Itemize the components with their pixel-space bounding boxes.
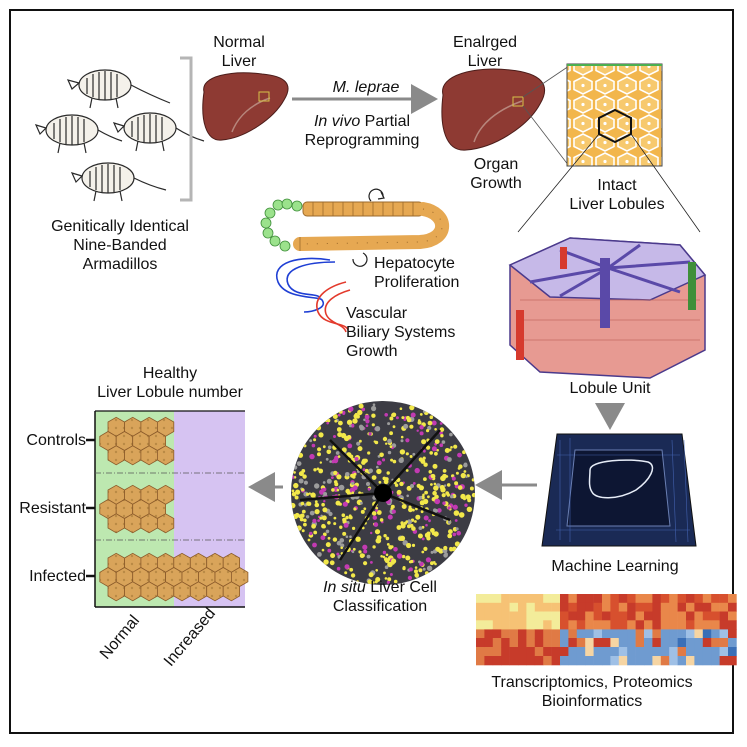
chart-title: Healthy Liver Lobule number bbox=[60, 364, 280, 402]
intact-lobules-line-1: Intact bbox=[597, 177, 637, 194]
chart-title-line-2: Liver Lobule number bbox=[97, 384, 243, 401]
chart-title-line-1: Healthy bbox=[142, 365, 198, 382]
intact-lobules-line-2: Liver Lobules bbox=[569, 196, 665, 213]
classification-text: Classification bbox=[332, 598, 428, 615]
enlarged-liver-line-2: Liver bbox=[467, 53, 503, 70]
in-situ-text: In situ bbox=[323, 579, 366, 596]
enlarged-liver-line-1: Enalrged bbox=[452, 34, 518, 51]
bar-resistant bbox=[99, 484, 175, 534]
lobule-unit-label: Lobule Unit bbox=[569, 380, 651, 397]
armadillos-label: Genitically Identical Nine-Banded Armadi… bbox=[25, 217, 215, 274]
armadillo-icon-1 bbox=[66, 69, 171, 109]
liver-cell-text: Liver Cell bbox=[365, 579, 437, 596]
lobule-number-chart bbox=[86, 410, 249, 608]
reprogramming-label: In vivo Partial Reprogramming bbox=[282, 112, 442, 150]
category-label-resistant: Resistant bbox=[19, 500, 86, 517]
armadillos-line-3: Armadillos bbox=[82, 256, 158, 273]
reprogramming-text: Reprogramming bbox=[304, 132, 420, 149]
organ-growth-line-2: Growth bbox=[470, 175, 522, 192]
lobule-hexagon bbox=[156, 513, 175, 534]
organ-growth-line-1: Organ bbox=[473, 156, 519, 173]
organ-growth-label: Organ Growth bbox=[460, 155, 532, 193]
normal-liver-line-1: Normal bbox=[213, 34, 265, 51]
lobule-hexagon bbox=[222, 581, 241, 602]
lobule-unit-illustration bbox=[508, 237, 707, 379]
armadillos-illustration bbox=[34, 69, 205, 202]
hepatocyte-line-2: Proliferation bbox=[374, 274, 460, 291]
category-label-controls: Controls bbox=[26, 432, 86, 449]
omics-heatmap bbox=[476, 594, 737, 666]
vascular-line-1: Vascular bbox=[346, 305, 408, 322]
machine-learning-label: Machine Learning bbox=[551, 558, 679, 575]
armadillo-icon-2 bbox=[34, 114, 123, 154]
bar-infected bbox=[99, 552, 249, 602]
normal-liver-icon bbox=[202, 72, 289, 141]
m-leprae-label: M. leprae bbox=[332, 79, 400, 96]
in-situ-classification-image bbox=[291, 401, 475, 585]
category-label-infected: Infected bbox=[29, 568, 86, 585]
enlarged-liver-label: Enalrged Liver bbox=[440, 33, 530, 71]
hepatocyte-label: Hepatocyte Proliferation bbox=[374, 254, 494, 292]
enlarged-liver-icon bbox=[441, 65, 570, 167]
hepatocyte-line-1: Hepatocyte bbox=[374, 255, 455, 272]
vascular-label: Vascular Biliary Systems Growth bbox=[346, 304, 486, 361]
armadillos-line-2: Nine-Banded bbox=[73, 237, 167, 254]
figure-border bbox=[9, 9, 734, 734]
intact-lobules-label: Intact Liver Lobules bbox=[560, 176, 674, 214]
in-vivo-text: In vivo bbox=[313, 113, 361, 130]
omics-line-2: Bioinformatics bbox=[541, 693, 643, 710]
hepatocyte-chain bbox=[260, 188, 450, 267]
bar-controls bbox=[99, 416, 175, 466]
omics-label: Transcriptomics, Proteomics Bioinformati… bbox=[462, 673, 722, 711]
vascular-line-2: Biliary Systems bbox=[346, 324, 456, 341]
in-situ-label: In situ Liver Cell Classification bbox=[290, 578, 470, 616]
group-bracket bbox=[180, 56, 193, 202]
machine-learning-chip bbox=[541, 433, 697, 547]
vascular-vessels bbox=[275, 257, 351, 333]
liver-lobules-tissue bbox=[517, 63, 701, 233]
armadillos-line-1: Genitically Identical bbox=[51, 218, 189, 235]
normal-liver-label: Normal Liver bbox=[203, 33, 275, 71]
normal-liver-line-2: Liver bbox=[221, 53, 257, 70]
lobule-hexagon bbox=[156, 445, 175, 466]
armadillo-icon-3 bbox=[112, 112, 205, 152]
partial-text: Partial bbox=[360, 113, 411, 130]
vascular-line-3: Growth bbox=[346, 343, 398, 360]
armadillo-icon-4 bbox=[70, 162, 167, 202]
omics-line-1: Transcriptomics, Proteomics bbox=[491, 674, 693, 691]
